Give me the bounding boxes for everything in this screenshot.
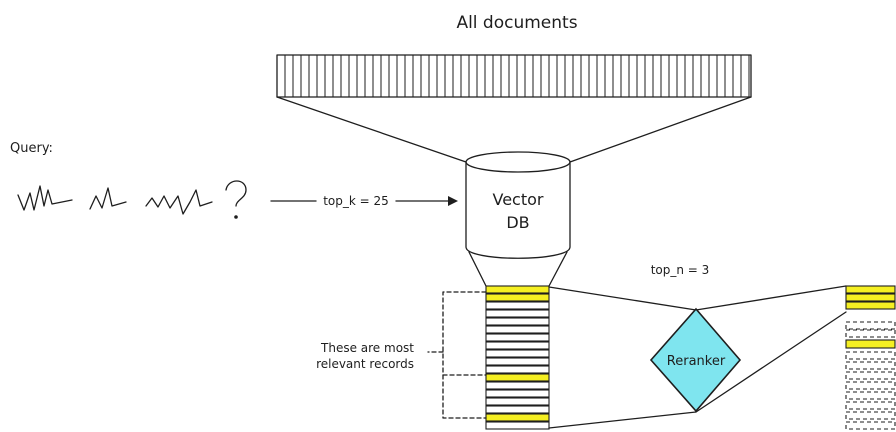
reranker-diamond-icon: [649, 307, 742, 413]
connector-stack-top-to-reranker: [548, 286, 697, 311]
record-row: [485, 349, 550, 358]
funnel-line-right: [569, 96, 752, 163]
connector-reranker-to-result-bottom: [695, 311, 847, 413]
top-n-edge-label: top_n = 3: [651, 263, 710, 277]
relevant-record-row: [485, 293, 550, 302]
reranked-records-stack: [845, 285, 896, 430]
reranked-record-row: [845, 361, 896, 370]
record-row: [485, 341, 550, 350]
reranked-record-row: [845, 401, 896, 410]
reranked-record-row: [845, 329, 896, 338]
vector-db-label-line1: Vector: [493, 190, 544, 209]
reranker-label: Reranker: [667, 354, 726, 369]
vector-db-cylinder-icon: [465, 151, 571, 259]
record-row: [485, 357, 550, 366]
reranked-record-row: [845, 351, 896, 360]
reranked-top-record-row: [845, 339, 896, 349]
annotation-line2: relevant records: [316, 357, 414, 371]
relevant-record-row: [485, 373, 550, 382]
record-row: [485, 397, 550, 406]
query-label: Query:: [10, 141, 53, 156]
vector-db-label-line2: DB: [506, 213, 529, 232]
funnel-line-left: [276, 96, 467, 163]
retrieved-records-stack: [485, 285, 550, 430]
reranked-record-row: [845, 371, 896, 380]
top-k-edge-label: top_k = 25: [323, 194, 389, 208]
connector-stack-bottom-to-reranker: [548, 411, 697, 429]
record-row: [485, 389, 550, 398]
relevant-record-row: [485, 413, 550, 422]
record-row: [485, 309, 550, 318]
reranked-record-row: [845, 321, 896, 330]
record-row: [485, 325, 550, 334]
reranked-top-record-row: [845, 293, 896, 302]
reranked-top-record-row: [845, 301, 896, 310]
record-row: [485, 421, 550, 430]
connector-reranker-to-result-top: [695, 285, 847, 311]
reranked-record-row: [845, 421, 896, 430]
db-funnel-right: [548, 251, 568, 287]
record-row: [485, 365, 550, 374]
annotation-line1: These are most: [320, 341, 414, 355]
record-row: [485, 381, 550, 390]
document-ticks: [284, 55, 750, 97]
relevant-records-bracket: [427, 291, 487, 419]
record-row: [485, 405, 550, 414]
reranked-record-row: [845, 391, 896, 400]
all-documents-strip: [276, 54, 752, 98]
handwritten-query-scribble-icon: [17, 180, 247, 219]
reranked-record-row: [845, 381, 896, 390]
reranked-top-record-row: [845, 285, 896, 294]
db-funnel-left: [468, 251, 487, 287]
all-documents-title: All documents: [456, 13, 577, 33]
record-row: [485, 317, 550, 326]
record-row: [485, 301, 550, 310]
reranked-record-row: [845, 411, 896, 420]
relevant-record-row: [485, 285, 550, 294]
record-row: [485, 333, 550, 342]
arrowhead-icon: [448, 196, 458, 206]
